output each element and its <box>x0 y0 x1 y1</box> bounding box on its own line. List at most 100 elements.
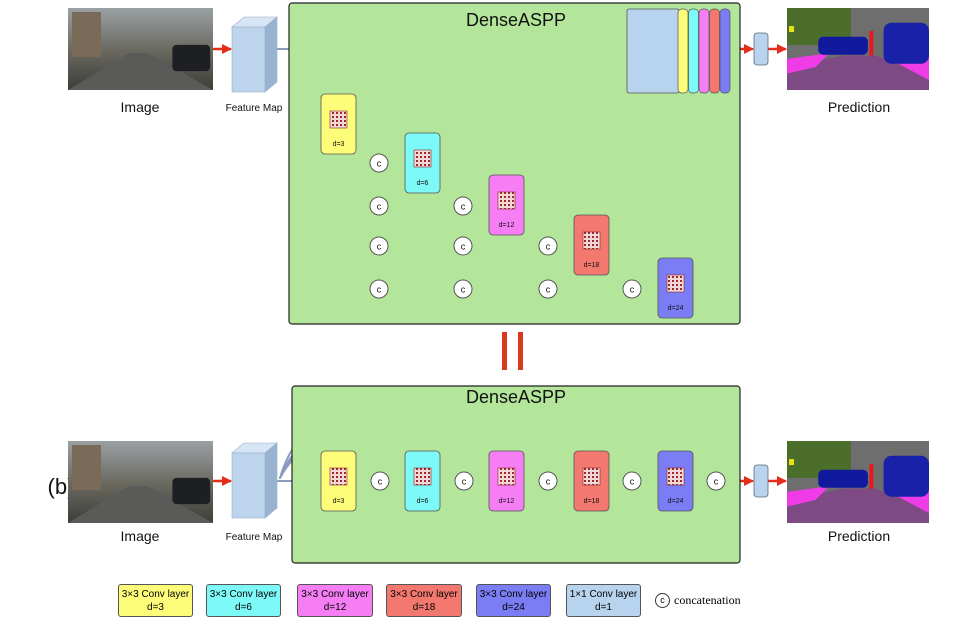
concat-circle <box>453 279 473 299</box>
legend-conv-d18: 3×3 Conv layer d=18 <box>386 584 462 617</box>
conv-block-label: d=18 <box>584 498 600 505</box>
concat-node: c <box>453 196 473 216</box>
concat-symbol: c <box>714 477 719 487</box>
concat-symbol: c <box>630 477 635 487</box>
concat-circle <box>622 279 642 299</box>
concat-circle <box>538 279 558 299</box>
concat-node: c <box>454 471 474 491</box>
conv-block-label: d=6 <box>417 498 429 505</box>
conv-block-b-d3: d=3 <box>320 450 357 512</box>
equals-bar-left <box>502 332 507 370</box>
panel-b-prediction-image <box>787 441 929 523</box>
concat-circle <box>370 471 390 491</box>
car-region <box>818 469 868 488</box>
panel-a-feature-label: Feature Map <box>226 103 283 114</box>
person-region <box>869 30 874 56</box>
panel-b-input-image <box>68 441 213 523</box>
concat-node: c <box>706 471 726 491</box>
concat-node: c <box>369 153 389 173</box>
kernel-grid-icon <box>329 467 348 486</box>
concat-symbol: c <box>546 477 551 487</box>
panel-a-prediction-image <box>787 8 929 90</box>
feature-map-front <box>231 26 266 93</box>
concat-circle <box>369 279 389 299</box>
panel-a-prediction-label: Prediction <box>828 99 890 115</box>
panel-b-prediction-label: Prediction <box>828 528 890 544</box>
legend-label-d3-line2: d=3 <box>147 602 164 613</box>
concat-node: c <box>369 236 389 256</box>
panel-a-image-label: Image <box>121 99 160 115</box>
concat-circle <box>622 471 642 491</box>
conv-block-b-d24: d=24 <box>657 450 694 512</box>
concat-symbol: c <box>546 242 551 252</box>
concat-circle <box>454 471 474 491</box>
conv-block-label: d=3 <box>333 498 345 505</box>
concat-node: c <box>538 279 558 299</box>
panel-b-image-label: Image <box>121 528 160 544</box>
feature-map-side <box>264 16 278 93</box>
concat-node: c <box>369 196 389 216</box>
concat-node: c <box>538 236 558 256</box>
concat-symbol: c <box>546 285 551 295</box>
feature-map-side <box>264 442 278 519</box>
panel-a-input-image <box>68 8 213 90</box>
legend-label-d1-line1: 1×1 Conv layer <box>569 589 638 600</box>
concat-circle <box>453 196 473 216</box>
conv-block-b-d6: d=6 <box>404 450 441 512</box>
concat-symbol: c <box>377 159 382 169</box>
sidewalk-left-region <box>787 53 830 74</box>
kernel-grid-icon <box>413 149 432 168</box>
concat-node: c <box>369 279 389 299</box>
concat-symbol: c <box>377 242 382 252</box>
legend-conv-d3: 3×3 Conv layer d=3 <box>118 584 193 617</box>
concat-circle <box>453 236 473 256</box>
conv-block-label: d=24 <box>668 498 684 505</box>
legend-label-d6-line1: 3×3 Conv layer <box>209 589 278 600</box>
legend-conv-d24: 3×3 Conv layer d=24 <box>476 584 551 617</box>
legend-label-d24-line2: d=24 <box>502 602 525 613</box>
concat-symbol: c <box>461 285 466 295</box>
concat-circle <box>369 236 389 256</box>
concat-node: c <box>622 279 642 299</box>
output-stack-slice <box>677 8 689 94</box>
output-feature-block <box>626 8 680 94</box>
legend-label-d1-line2: d=1 <box>595 602 612 613</box>
conv-block-label: d=6 <box>417 180 429 187</box>
equals-bar-right <box>518 332 523 370</box>
concat-symbol: c <box>377 285 382 295</box>
kernel-grid-icon <box>329 110 348 129</box>
concat-symbol: c <box>378 477 383 487</box>
car-region-right <box>883 455 929 497</box>
feature-map-front <box>231 452 266 519</box>
output-stack-slice <box>709 8 720 94</box>
conv-block-d6: d=6 <box>404 132 441 194</box>
legend-label-d24-line1: 3×3 Conv layer <box>479 589 548 600</box>
panel-a-1x1-conv <box>753 32 769 66</box>
concat-symbol: c <box>461 202 466 212</box>
person-region <box>869 463 874 489</box>
panel-b-title: DenseASPP <box>466 387 566 407</box>
building-shape <box>72 12 101 58</box>
panel-b-1x1-conv <box>753 464 769 498</box>
legend-label-d12-line2: d=12 <box>323 602 347 613</box>
sign-region <box>789 26 794 33</box>
panel-a-feature-map <box>231 16 278 93</box>
conv-block-b-d18: d=18 <box>573 450 610 512</box>
road-region <box>787 55 929 90</box>
legend-label-d6-line2: d=6 <box>235 602 252 613</box>
kernel-grid-icon <box>666 467 685 486</box>
road-shape <box>68 53 213 90</box>
concat-circle <box>706 471 726 491</box>
sidewalk-left-region <box>787 486 830 507</box>
kernel-grid-icon <box>666 274 685 293</box>
concat-circle <box>538 236 558 256</box>
kernel-grid-icon <box>582 231 601 250</box>
conv-block-d18: d=18 <box>573 214 610 276</box>
car-shape <box>172 477 211 505</box>
sign-region <box>789 459 794 466</box>
conv-block-label: d=3 <box>333 141 345 148</box>
concat-circle <box>538 471 558 491</box>
legend-label-d18-line1: 3×3 Conv layer <box>390 589 458 600</box>
conv-block-label: d=12 <box>499 222 515 229</box>
